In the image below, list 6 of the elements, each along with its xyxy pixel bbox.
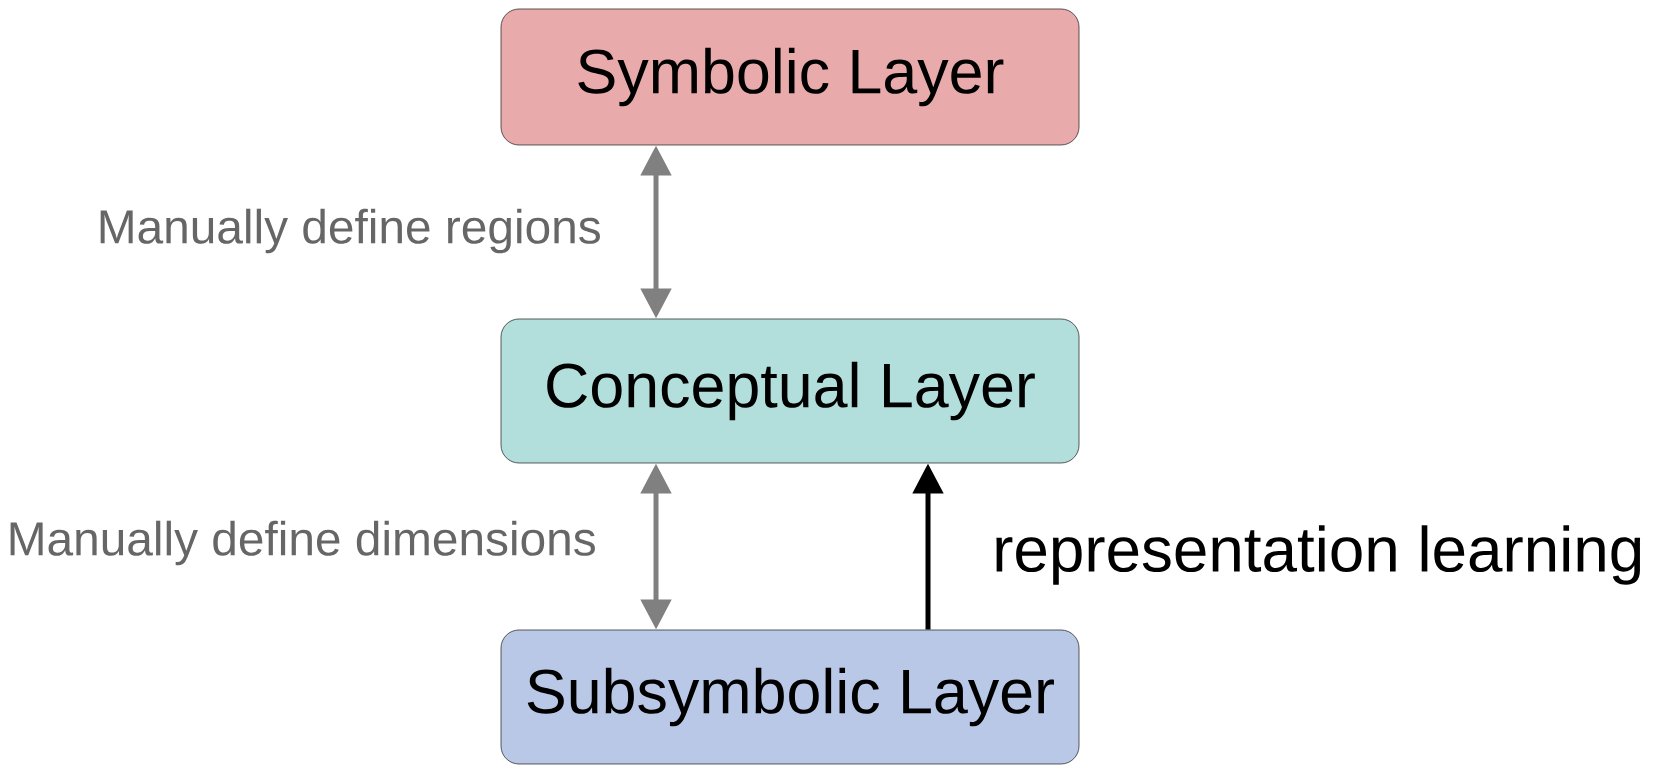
layer-box: Subsymbolic Layer [500, 629, 1080, 765]
edge-label: Manually define regions [100, 208, 600, 254]
layer-box: Conceptual Layer [500, 318, 1080, 464]
edge-label: Manually define dimensions [10, 520, 595, 566]
layer-box: Symbolic Layer [500, 8, 1080, 146]
edge-label: representation learning [996, 525, 1641, 585]
